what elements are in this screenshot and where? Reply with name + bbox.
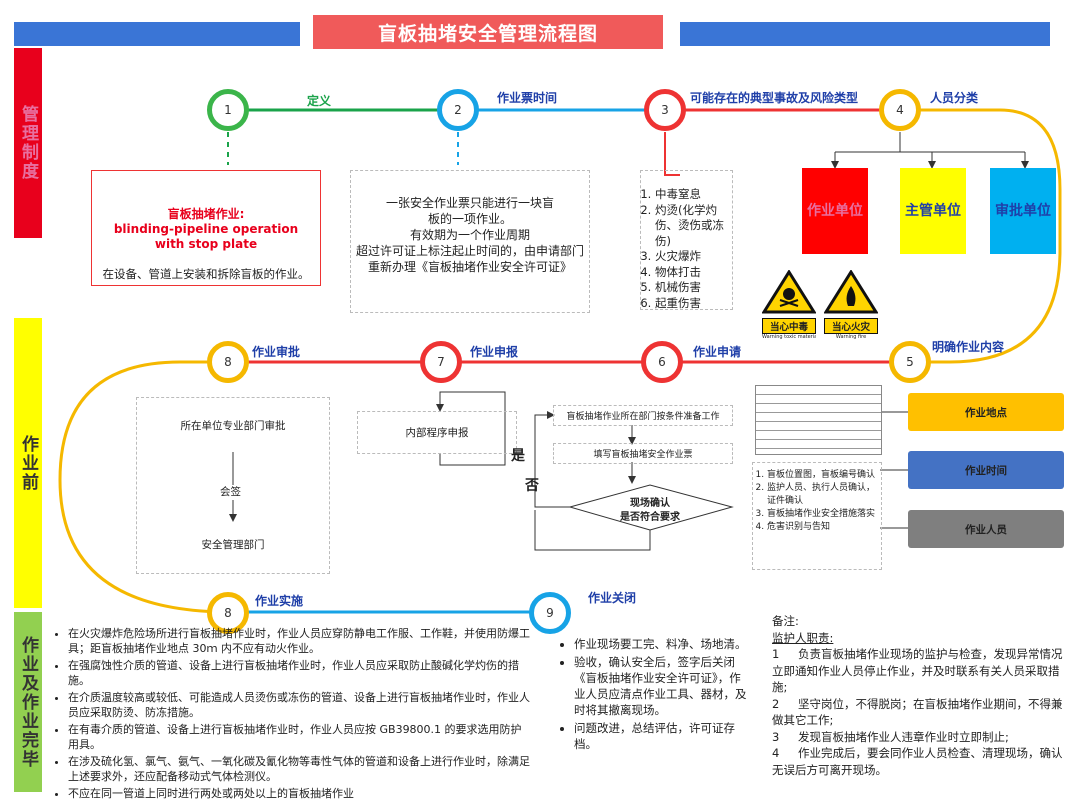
unit-supervisor: 主管单位 [900,168,966,254]
fire-icon [823,269,879,314]
step-circle-1: 1 [207,89,249,131]
risks-box: 中毒窒息 灼烫(化学灼伤、烫伤或冻伤) 火灾爆炸 物体打击 机械伤害 起重伤害 [640,170,733,310]
apply-prep: 盲板抽堵作业所在部门按条件准备工作 [566,412,720,422]
step-label-people: 人员分类 [930,91,979,105]
approval-safety: 安全管理部门 [201,539,265,551]
ticket-line-3: 有效期为一个作业周期 [409,228,530,242]
decision-line2: 是否符合要求 [620,512,680,523]
side-label-management: 管理制度 [14,48,42,238]
declare-internal: 内部程序申报 [405,427,469,439]
notes-subheading: 监护人职责: [772,630,834,645]
step-circle-7: 7 [420,341,462,383]
definition-term-cn: 盲板抽堵作业: [167,207,245,221]
warning-fire-sign: 当心火灾 Warning fire [823,269,879,340]
step-label-declare: 作业申报 [470,345,519,359]
implementation-item: 在涉及硫化氢、氯气、氨气、一氧化碳及氰化物等毒性气体的管道和设备上进行作业时，除… [68,754,531,784]
step-circle-9: 9 [529,592,571,634]
page-title: 盲板抽堵安全管理流程图 [313,15,663,49]
step-label-implementation: 作业实施 [255,594,304,608]
ticket-line-1: 一张安全作业票只能进行一块盲 [385,196,554,210]
approval-sign: 会签 [220,486,241,498]
approval-area [136,397,330,574]
step-label-ticket-time: 作业票时间 [497,91,558,105]
implementation-item: 在火灾爆炸危险场所进行盲板抽堵作业时，作业人员应穿防静电工作服、工作鞋，并使用防… [68,626,531,656]
closing-item: 问题改进，总结评估，许可证存档。 [574,720,750,752]
side-label-before: 作业前 [14,318,42,608]
implementation-item: 不应在同一管道上同时进行两处或两处以上的盲板抽堵作业 [68,786,531,801]
step-label-apply: 作业申请 [693,345,742,359]
check-item: 监护人员、执行人员确认，证件确认 [767,482,879,508]
content-item-location: 作业地点 [908,393,1064,431]
step-circle-5: 5 [889,341,931,383]
risk-item: 灼烫(化学灼伤、烫伤或冻伤) [655,203,730,250]
unit-approver: 审批单位 [990,168,1056,254]
risk-item: 起重伤害 [655,296,730,312]
closing-list: 作业现场要工完、料净、场地清。 验收，确认安全后，签字后关闭《盲板抽堵作业安全许… [562,636,750,754]
step-label-closing: 作业关闭 [588,591,637,605]
warning-fire-label: 当心火灾 [824,318,878,334]
approval-dept: 所在单位专业部门审批 [180,420,286,432]
ticket-line-2: 板的一项作业。 [427,212,512,226]
check-item: 盲板抽堵作业安全措施落实 [767,508,879,521]
definition-box: 盲板抽堵作业: blinding-pipeline operation with… [91,170,321,286]
ticket-line-4: 超过许可证上标注起止时间的，由申请部门 [355,244,584,258]
definition-term-en: blinding-pipeline operation with stop pl… [113,222,299,251]
notes-heading: 备注: [772,614,799,628]
apply-fill-box [553,443,733,464]
declare-box [357,411,517,454]
warning-toxic-sign: 当心中毒 Warning toxic material [761,269,817,340]
risk-item: 机械伤害 [655,280,730,296]
definition-desc: 在设备、管道上安装和拆除盲板的作业。 [102,267,310,281]
decision-no: 否 [525,478,539,494]
warning-toxic-label: 当心中毒 [762,318,816,334]
implementation-list: 在火灾爆炸危险场所进行盲板抽堵作业时，作业人员应穿防静电工作服、工作鞋，并使用防… [56,626,531,803]
step-label-approval: 作业审批 [252,345,301,359]
content-item-personnel: 作业人员 [908,510,1064,548]
implementation-item: 在有毒介质的管道、设备上进行盲板抽堵作业时，作业人员应按 GB39800.1 的… [68,722,531,752]
header-bar-right [680,22,1050,46]
step-circle-4: 4 [879,89,921,131]
ticket-line-5: 重新办理《盲板抽堵作业安全许可证》 [367,260,572,274]
risk-item: 火灾爆炸 [655,249,730,265]
implementation-item: 在强腐蚀性介质的管道、设备上进行盲板抽堵作业时，作业人员应采取防止酸碱化学灼伤的… [68,658,531,688]
step-circle-8a: 8 [207,341,249,383]
apply-prep-box [553,405,733,426]
step-label-definition: 定义 [307,94,332,108]
step-circle-6: 6 [641,341,683,383]
content-item-time: 作业时间 [908,451,1064,489]
side-label-during: 作业及作业完毕 [14,612,42,792]
unit-operation: 作业单位 [802,168,868,254]
check-item: 危害识别与告知 [767,521,879,534]
decision-yes: 是 [511,448,525,464]
permit-form-thumbnail [755,385,882,455]
content-checks-box: 盲板位置图，盲板编号确认 监护人员、执行人员确认，证件确认 盲板抽堵作业安全措施… [752,462,882,570]
risk-item: 物体打击 [655,265,730,281]
implementation-item: 在介质温度较高或较低、可能造成人员烫伤或冻伤的管道、设备上进行盲板抽堵作业时，作… [68,690,531,720]
warning-toxic-sub: Warning toxic material [762,334,816,340]
check-item: 盲板位置图，盲板编号确认 [767,469,879,482]
decision-line1: 现场确认 [630,498,670,509]
skull-icon [761,269,817,314]
step-circle-8b: 8 [207,592,249,634]
apply-fill: 填写盲板抽堵安全作业票 [593,450,693,460]
step-label-content: 明确作业内容 [932,340,1005,354]
closing-item: 验收，确认安全后，签字后关闭《盲板抽堵作业安全许可证》，作业人员应清点作业工具、… [574,654,750,718]
header-bar-left [14,22,300,46]
step-circle-3: 3 [644,89,686,131]
warning-fire-sub: Warning fire [835,334,867,340]
closing-item: 作业现场要工完、料净、场地清。 [574,636,750,652]
risk-item: 中毒窒息 [655,187,730,203]
step-circle-2: 2 [437,89,479,131]
step-label-risks: 可能存在的典型事故及风险类型 [690,91,859,105]
ticket-time-box: 一张安全作业票只能进行一块盲 板的一项作业。 有效期为一个作业周期 超过许可证上… [350,170,590,313]
